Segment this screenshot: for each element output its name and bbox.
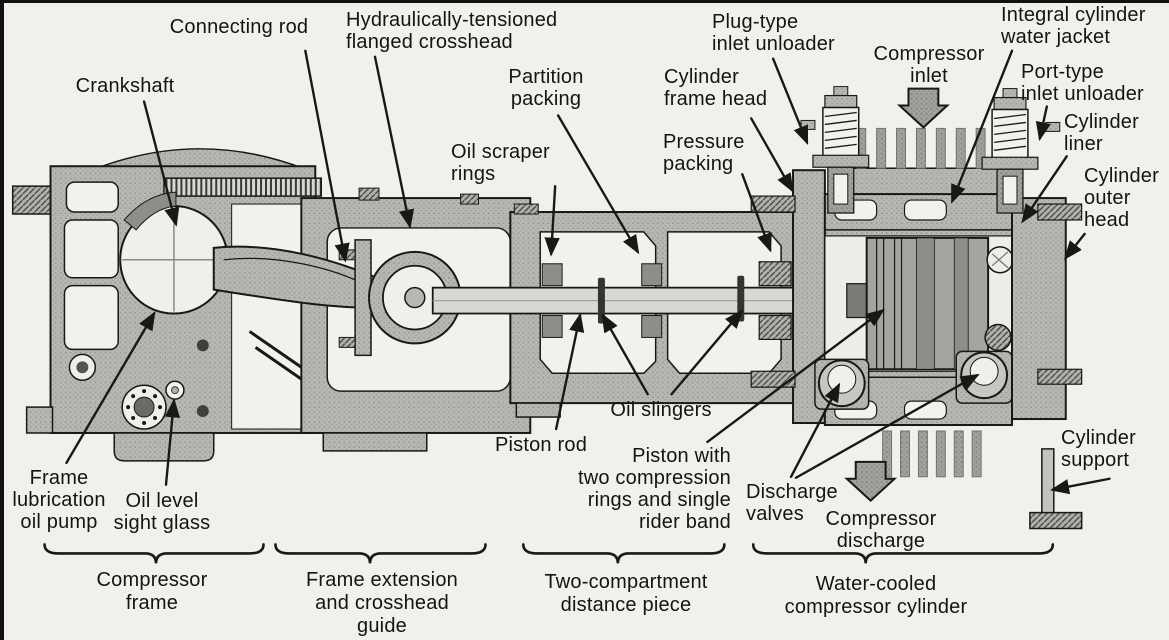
water-jacket-fin	[882, 430, 893, 478]
water-passage	[986, 246, 1014, 274]
gear-rack	[163, 177, 322, 197]
bolt	[338, 336, 356, 348]
leader-oil-level-sight-glass	[164, 398, 181, 486]
leader-discharge-valves	[789, 382, 841, 478]
leader-piston-rod	[554, 312, 585, 431]
inlet-unloaders	[800, 86, 1061, 214]
leader-connecting-rod	[304, 49, 350, 263]
stud	[750, 195, 796, 213]
machine-cross-section	[11, 49, 1111, 564]
leader-integral-cylinder-water-jacket	[951, 49, 1014, 204]
bracket-distance-piece	[522, 543, 726, 564]
pressure-packing	[758, 261, 792, 287]
partition-packing	[641, 315, 663, 338]
stud	[1037, 368, 1083, 385]
head-pocket	[903, 400, 947, 420]
oil-scraper-rings	[541, 315, 563, 338]
water-jacket-fin	[955, 127, 966, 169]
bracket-compressor-frame	[43, 543, 265, 564]
water-jacket-fin	[935, 430, 946, 478]
water-jacket-fin	[953, 430, 964, 478]
piston-band	[953, 237, 969, 370]
bracket-frame-extension	[274, 543, 487, 564]
leader-cylinder-support	[1049, 477, 1111, 495]
leader-oil-slingers	[670, 309, 744, 396]
leader-frame-lubrication-oil-pump	[65, 311, 156, 465]
compressor-discharge-arrow-icon	[844, 460, 898, 503]
water-jacket-fin	[935, 127, 946, 169]
cylinder-assembly	[750, 127, 1083, 530]
leader-piston	[706, 308, 885, 444]
leader-cylinder-liner	[1021, 155, 1068, 224]
water-jacket-fin	[900, 430, 910, 478]
stud	[750, 370, 796, 388]
water-jacket-fin	[971, 430, 982, 478]
leader-oil-scraper-rings	[544, 184, 560, 257]
water-jacket-fin	[915, 127, 926, 169]
cylinder-support	[1041, 448, 1055, 516]
port-type-inlet-unloader	[981, 88, 1061, 214]
rider-band	[916, 237, 935, 370]
water-jacket-fin	[917, 430, 928, 478]
leader-oil-slingers	[601, 313, 649, 396]
leader-partition-packing	[556, 114, 640, 255]
leader-discharge-valves	[794, 373, 980, 479]
water-jacket-fin	[876, 127, 887, 169]
bolt	[358, 187, 380, 201]
frame-dome	[94, 148, 306, 170]
leader-hydraulic-crosshead	[373, 55, 415, 229]
water-jacket-fin	[896, 127, 906, 169]
plug-type-inlet-unloader	[800, 86, 870, 214]
bolt	[513, 203, 539, 215]
extension-foot	[322, 432, 428, 452]
oil-scraper-rings	[541, 263, 563, 287]
cylinder-outer-head	[1011, 197, 1067, 421]
pressure-packing	[758, 314, 792, 341]
crankshaft-stub	[11, 185, 58, 215]
bolt	[338, 249, 356, 261]
partition-packing	[641, 263, 663, 287]
compressor-frame-body	[11, 148, 322, 462]
rod-nut	[846, 283, 870, 319]
leader-cylinder-frame-head	[750, 117, 794, 193]
bolt	[460, 193, 480, 205]
oil-slinger	[597, 277, 605, 324]
bracket-water-cooled-cylinder	[751, 543, 1055, 564]
head-pocket	[903, 199, 947, 221]
leader-plug-type-inlet-unloader	[771, 57, 809, 146]
crosshead-pin	[404, 286, 426, 309]
cylinder-support-foot	[1029, 511, 1083, 530]
leader-port-type-inlet-unloader	[1035, 105, 1051, 142]
frame-foot	[25, 406, 54, 434]
leader-pressure-packing	[741, 172, 772, 253]
leader-cylinder-outer-head	[1063, 232, 1086, 261]
flange	[515, 402, 561, 418]
frame-pocket	[63, 284, 119, 351]
water-passage	[984, 323, 1012, 352]
crosshead-guide-assembly	[212, 187, 532, 452]
frame-pocket	[65, 181, 119, 213]
oil-sump	[113, 432, 215, 462]
compressor-inlet-arrow-icon	[896, 87, 950, 129]
counterweight	[123, 191, 177, 231]
frame-pocket	[63, 219, 119, 279]
leader-crankshaft	[142, 100, 180, 227]
jacket-top	[844, 167, 1009, 195]
stud	[1037, 203, 1083, 221]
